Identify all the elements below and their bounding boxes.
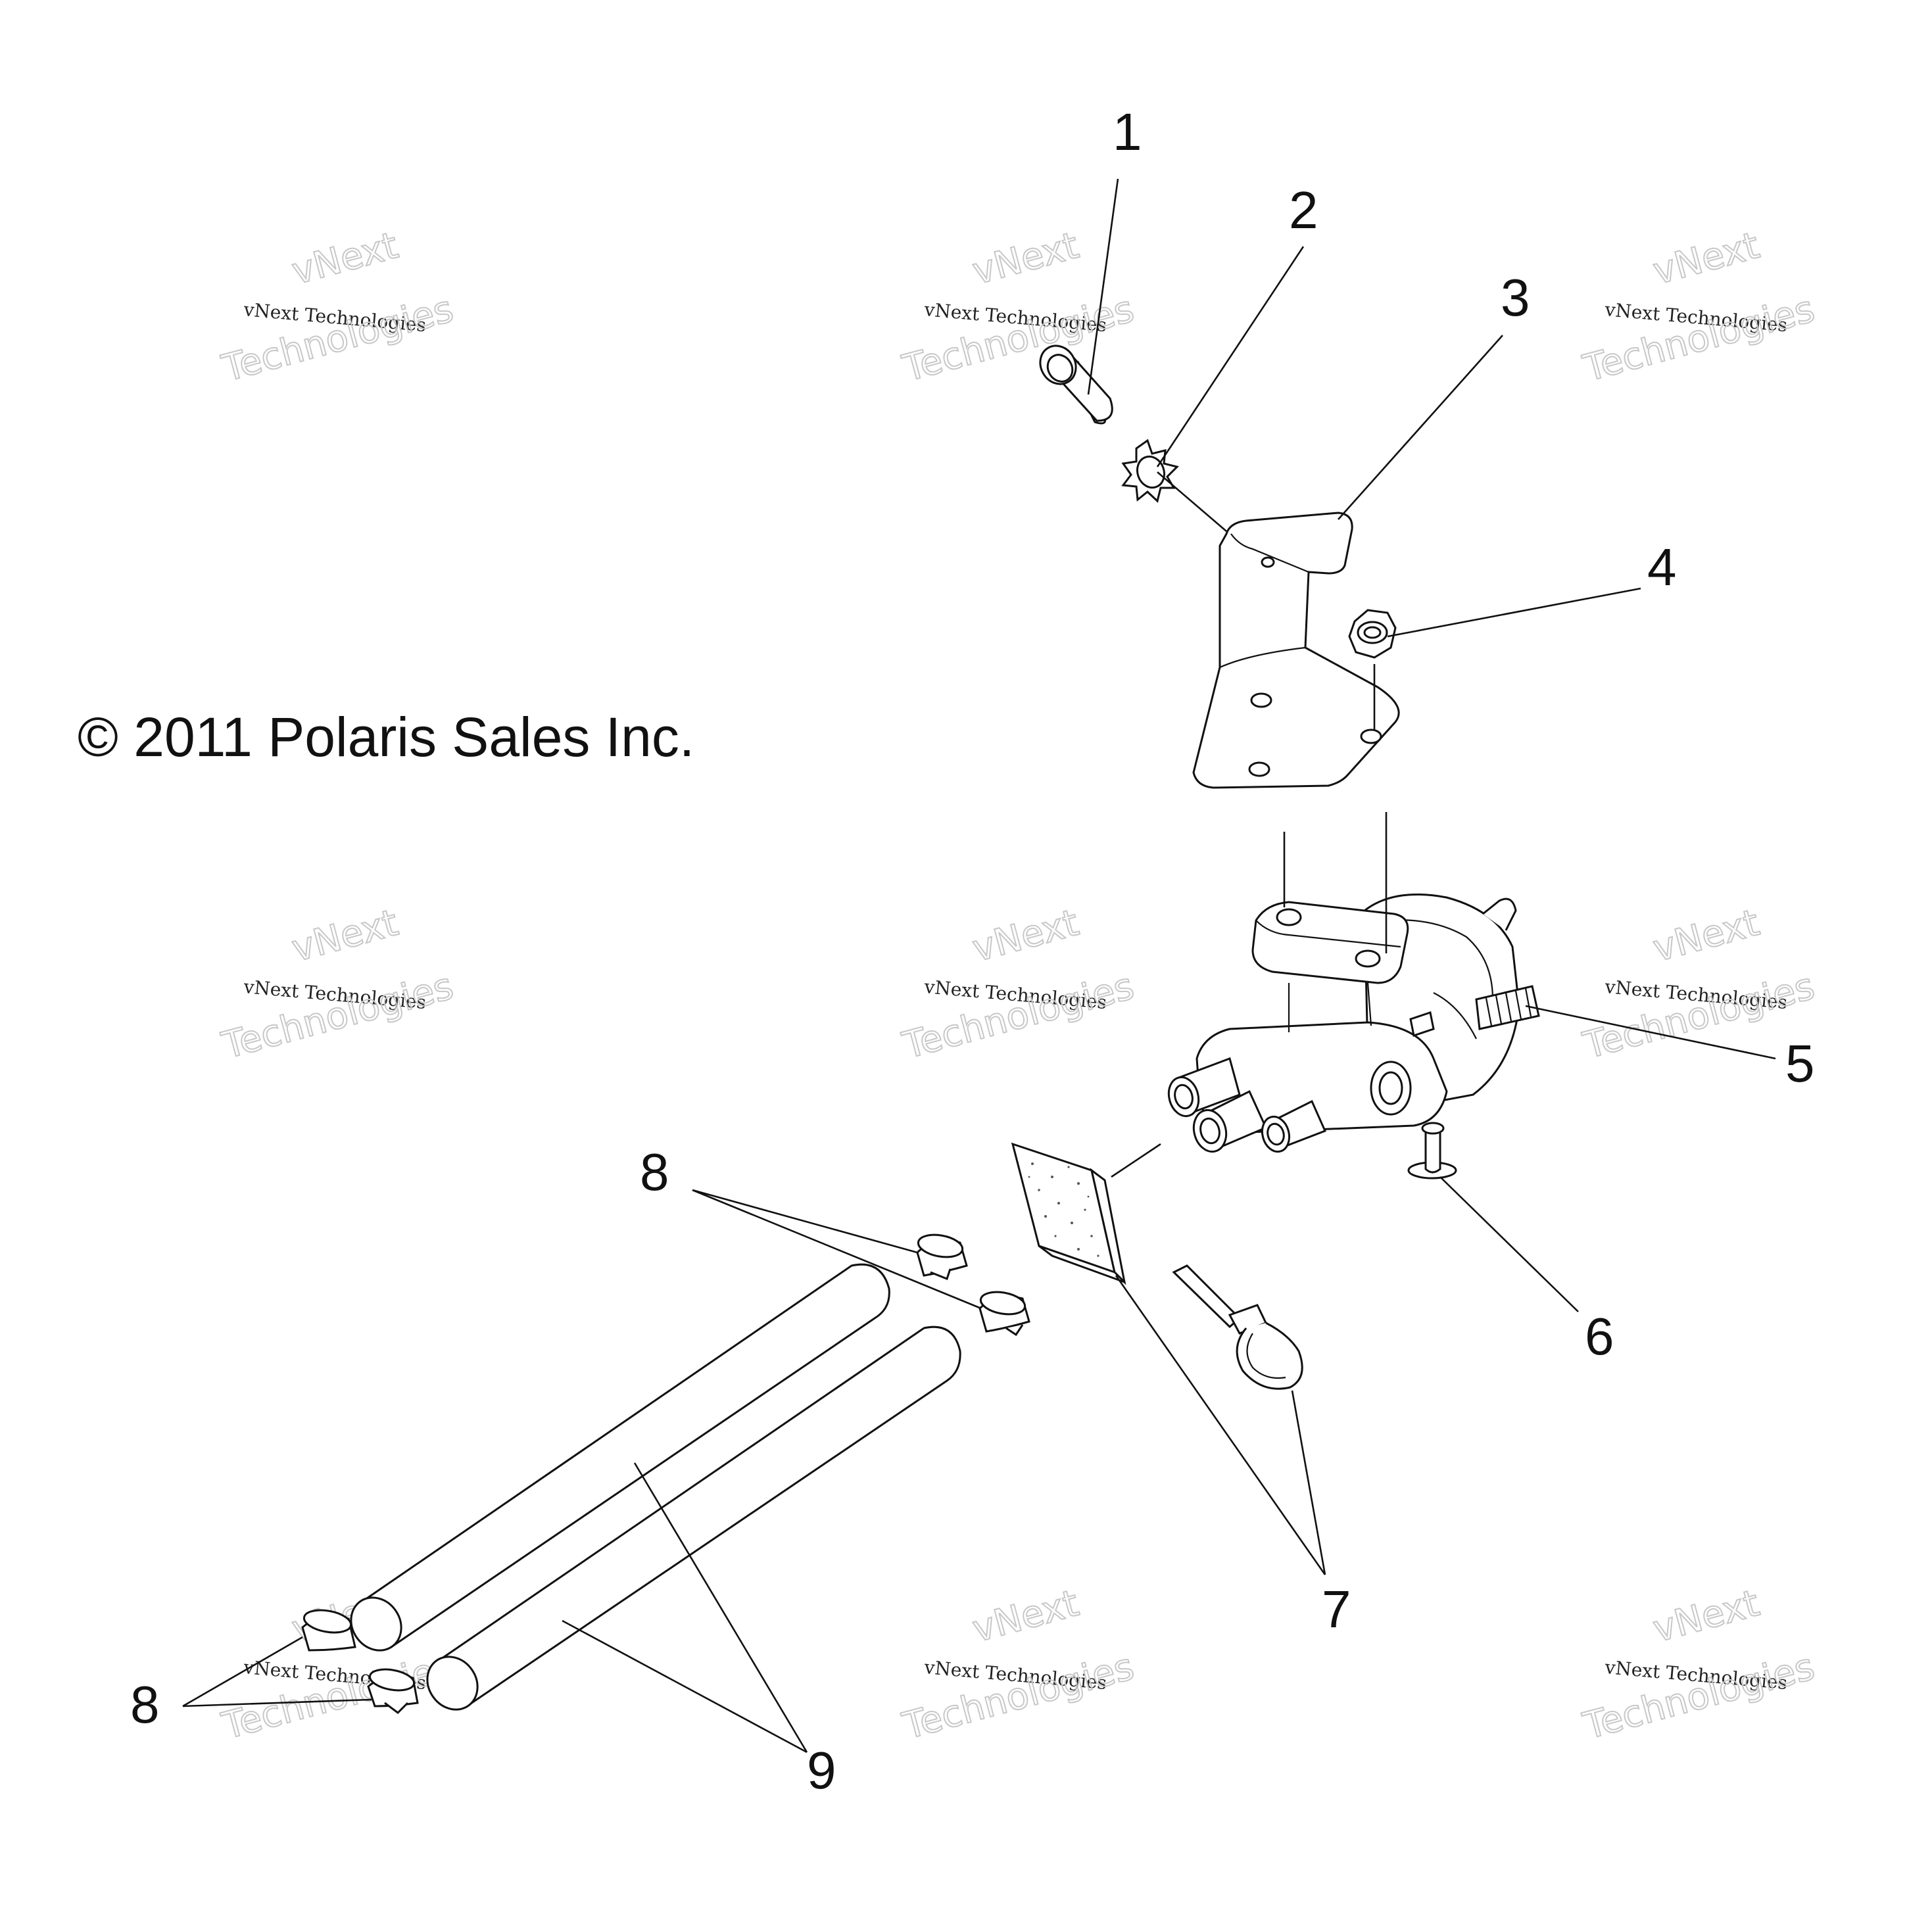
part-2-star-washer-icon <box>1121 439 1179 503</box>
leader-3 <box>1338 335 1503 520</box>
callout-1: 1 <box>1113 103 1142 161</box>
watermark: vNext vNext Technologies Technologies <box>217 224 458 391</box>
watermark-top: vNext <box>1649 901 1764 970</box>
watermark-top: vNext <box>968 1582 1083 1651</box>
part-9-hose-icon <box>350 1263 890 1652</box>
leader-pad-to-valve <box>1111 1143 1161 1178</box>
leader-2b <box>1157 471 1227 532</box>
callout-numbers: 1 2 3 4 5 6 7 8 9 8 <box>130 103 1815 1800</box>
callout-8-upper: 8 <box>640 1143 669 1201</box>
leader-7b <box>1291 1390 1326 1575</box>
leader-6 <box>1439 1176 1579 1312</box>
copyright-text: © 2011 Polaris Sales Inc. <box>78 706 694 768</box>
callout-2: 2 <box>1289 181 1318 239</box>
callout-7: 7 <box>1322 1580 1351 1638</box>
watermark: vNext vNext Technologies Technologies <box>1578 1581 1820 1749</box>
leader-8d <box>182 1698 372 1707</box>
watermark: vNext vNext Technologies Technologies <box>898 1581 1139 1749</box>
watermark: vNext vNext Technologies Technologies <box>217 901 458 1068</box>
part-8-hose-clamp-icon <box>978 1291 1030 1337</box>
part-3-mounting-bracket-icon <box>1192 512 1400 789</box>
watermark-top: vNext <box>968 224 1083 293</box>
part-5-valve-assembly-icon <box>1167 894 1540 1153</box>
leader-8a <box>692 1189 918 1254</box>
leader-8c <box>182 1636 303 1707</box>
part-8-hose-clamp-icon <box>301 1609 356 1652</box>
leader-9b <box>562 1619 808 1754</box>
watermark-top: vNext <box>287 224 402 293</box>
watermark-top: vNext <box>287 901 402 970</box>
watermark: vNext vNext Technologies Technologies <box>898 901 1139 1068</box>
leader-1 <box>1087 178 1119 395</box>
callout-3: 3 <box>1501 268 1530 327</box>
callout-4: 4 <box>1647 538 1677 596</box>
part-9-hose-icon <box>426 1325 961 1711</box>
part-7-foam-pad-icon <box>1011 1142 1126 1285</box>
leader-2 <box>1156 246 1305 467</box>
part-6-flange-bolt-icon <box>1407 1122 1457 1180</box>
leader-7a <box>1115 1275 1326 1575</box>
part-1-flange-bolt-icon <box>1039 345 1113 425</box>
part-8-hose-clamp-icon <box>367 1668 419 1714</box>
leader-8b <box>692 1189 982 1310</box>
callout-9: 9 <box>807 1741 836 1800</box>
watermark: vNext vNext Technologies Technologies <box>898 224 1139 391</box>
watermark: vNext vNext Technologies Technologies <box>1578 224 1820 391</box>
leader-lines <box>182 178 1776 1754</box>
leader-5 <box>1525 1005 1776 1060</box>
part-8-hose-clamp-icon <box>916 1233 968 1280</box>
callout-6: 6 <box>1585 1307 1614 1366</box>
foam-texture <box>1028 1162 1099 1257</box>
leader-9a <box>633 1462 808 1753</box>
watermark-top: vNext <box>1649 224 1764 293</box>
watermark-grid: vNext vNext Technologies Technologies vN… <box>217 224 1820 1749</box>
part-7-tie-strap-icon <box>1172 1264 1303 1390</box>
watermark-top: vNext <box>968 901 1083 970</box>
part-4-hex-nut-icon <box>1348 609 1397 659</box>
callout-5: 5 <box>1785 1034 1815 1093</box>
callout-8-lower: 8 <box>130 1675 160 1734</box>
watermark-top: vNext <box>1649 1582 1764 1651</box>
leader-4 <box>1387 587 1641 638</box>
